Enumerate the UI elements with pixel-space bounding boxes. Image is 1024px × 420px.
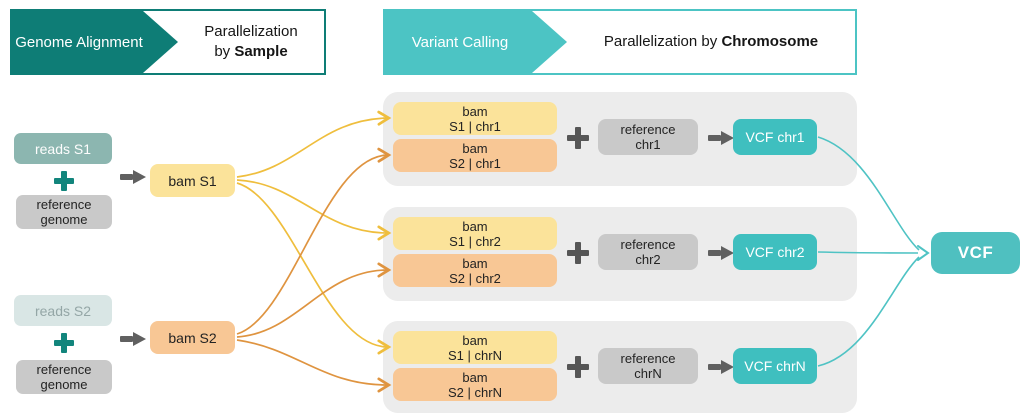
- bam-s1-label: bam S1: [168, 172, 217, 189]
- bam-s1-box: bam S1: [150, 164, 235, 197]
- arrow-bam-s2-to-chrN: [236, 339, 392, 393]
- arrow-bam-s1-to-chr2: [236, 179, 392, 241]
- reference-genome-line1: reference: [36, 362, 92, 377]
- bam-s1-chrN-box: bam S1 | chrN: [393, 331, 557, 364]
- arrow-bam-s1-to-chrN: [236, 182, 392, 355]
- reference-chrN-line2: chrN: [634, 366, 662, 381]
- reference-genome-line2: genome: [40, 212, 88, 227]
- bam-s1-chr1-box: bam S1 | chr1: [393, 102, 557, 135]
- genome-alignment-banner: Genome Alignment: [12, 11, 178, 73]
- parallelization-by-sample-label: Parallelization by Sample: [178, 11, 324, 73]
- chr2-panel: bam S1 | chr2 bam S2 | chr2 reference ch…: [383, 207, 857, 301]
- sample-bold-text: Sample: [234, 43, 288, 60]
- reference-genome-line2: genome: [40, 377, 88, 392]
- reference-chr1-box: reference chr1: [598, 119, 698, 155]
- vcf-chr2-box: VCF chr2: [733, 234, 817, 270]
- parallelization-by-text: Parallelization by: [603, 33, 718, 50]
- bam-s2-chrN-line1: bam: [462, 369, 488, 385]
- arrow-bam-s2-to-chr1: [236, 147, 392, 335]
- arrow-right-icon: [707, 245, 735, 261]
- bam-s1-chrN-line2: S1 | chrN: [448, 347, 502, 363]
- genome-alignment-header: Genome Alignment Parallelization by Samp…: [10, 9, 326, 75]
- final-vcf-label: VCF: [957, 243, 994, 262]
- reference-chr2-line1: reference: [620, 237, 676, 252]
- reference-genome-s1-box: reference genome: [16, 195, 112, 229]
- vcf-chr1-box: VCF chr1: [733, 119, 817, 155]
- reads-s1-box: reads S1: [14, 133, 112, 164]
- bam-s2-label: bam S2: [168, 329, 217, 346]
- chrN-panel: bam S1 | chrN bam S2 | chrN reference ch…: [383, 321, 857, 413]
- arrow-bam-s2-to-chr2: [236, 262, 392, 338]
- bam-s2-chr1-box: bam S2 | chr1: [393, 139, 557, 172]
- merge-arrowhead-icon: [917, 245, 930, 261]
- bam-s2-box: bam S2: [150, 321, 235, 354]
- arrow-right-icon: [119, 331, 147, 347]
- vcf-chr2-label: VCF chr2: [745, 244, 805, 260]
- arrow-right-icon: [707, 130, 735, 146]
- bam-s2-chr2-line1: bam: [462, 255, 488, 271]
- parallelization-by-chromosome-label: Parallelization by Chromosome: [567, 11, 855, 73]
- variant-calling-label: Variant Calling: [411, 33, 509, 51]
- bam-s1-chr1-line1: bam: [462, 103, 488, 119]
- arrow-right-icon: [119, 169, 147, 185]
- bam-s2-chr2-line2: S2 | chr2: [449, 270, 501, 286]
- bam-s1-chr1-line2: S1 | chr1: [449, 118, 501, 134]
- final-vcf-box: VCF: [931, 232, 1020, 274]
- reference-chr2-line2: chr2: [635, 252, 661, 267]
- plus-icon: [567, 127, 589, 149]
- bam-s1-chr2-line1: bam: [462, 218, 488, 234]
- arrow-right-icon: [707, 359, 735, 375]
- variant-calling-header: Variant Calling Parallelization by Chrom…: [383, 9, 857, 75]
- reference-chrN-box: reference chrN: [598, 348, 698, 384]
- reference-chr1-line2: chr1: [635, 137, 661, 152]
- bam-s1-chr2-box: bam S1 | chr2: [393, 217, 557, 250]
- reference-chr1-line1: reference: [620, 122, 676, 137]
- bam-s2-chrN-box: bam S2 | chrN: [393, 368, 557, 401]
- vcf-chrN-label: VCF chrN: [744, 358, 806, 374]
- chr1-panel: bam S1 | chr1 bam S2 | chr1 reference ch…: [383, 92, 857, 186]
- plus-icon: [54, 333, 74, 353]
- reads-s2-label: reads S2: [34, 302, 92, 319]
- bam-s2-chr1-line1: bam: [462, 140, 488, 156]
- reads-s1-label: reads S1: [34, 140, 92, 157]
- variant-calling-banner: Variant Calling: [385, 11, 567, 73]
- genome-alignment-label: Genome Alignment: [15, 33, 143, 51]
- plus-icon: [567, 356, 589, 378]
- reference-chr2-box: reference chr2: [598, 234, 698, 270]
- by-text: by: [214, 43, 235, 60]
- reference-chrN-line1: reference: [620, 351, 676, 366]
- reference-genome-line1: reference: [36, 197, 92, 212]
- arrow-bam-s1-to-chr1: [236, 110, 392, 178]
- plus-icon: [54, 171, 74, 191]
- bam-s2-chr2-box: bam S2 | chr2: [393, 254, 557, 287]
- vcf-chrN-box: VCF chrN: [733, 348, 817, 384]
- reference-genome-s2-box: reference genome: [16, 360, 112, 394]
- bam-s1-chr2-line2: S1 | chr2: [449, 233, 501, 249]
- parallelization-line1: Parallelization: [204, 23, 298, 40]
- parallelization-line2: by Sample: [214, 42, 287, 62]
- bam-s2-chr1-line2: S2 | chr1: [449, 155, 501, 171]
- chromosome-bold-text: Chromosome: [721, 33, 819, 50]
- plus-icon: [567, 242, 589, 264]
- reads-s2-box: reads S2: [14, 295, 112, 326]
- vcf-chr1-label: VCF chr1: [745, 129, 805, 145]
- bam-s2-chrN-line2: S2 | chrN: [448, 384, 502, 400]
- bam-s1-chrN-line1: bam: [462, 332, 488, 348]
